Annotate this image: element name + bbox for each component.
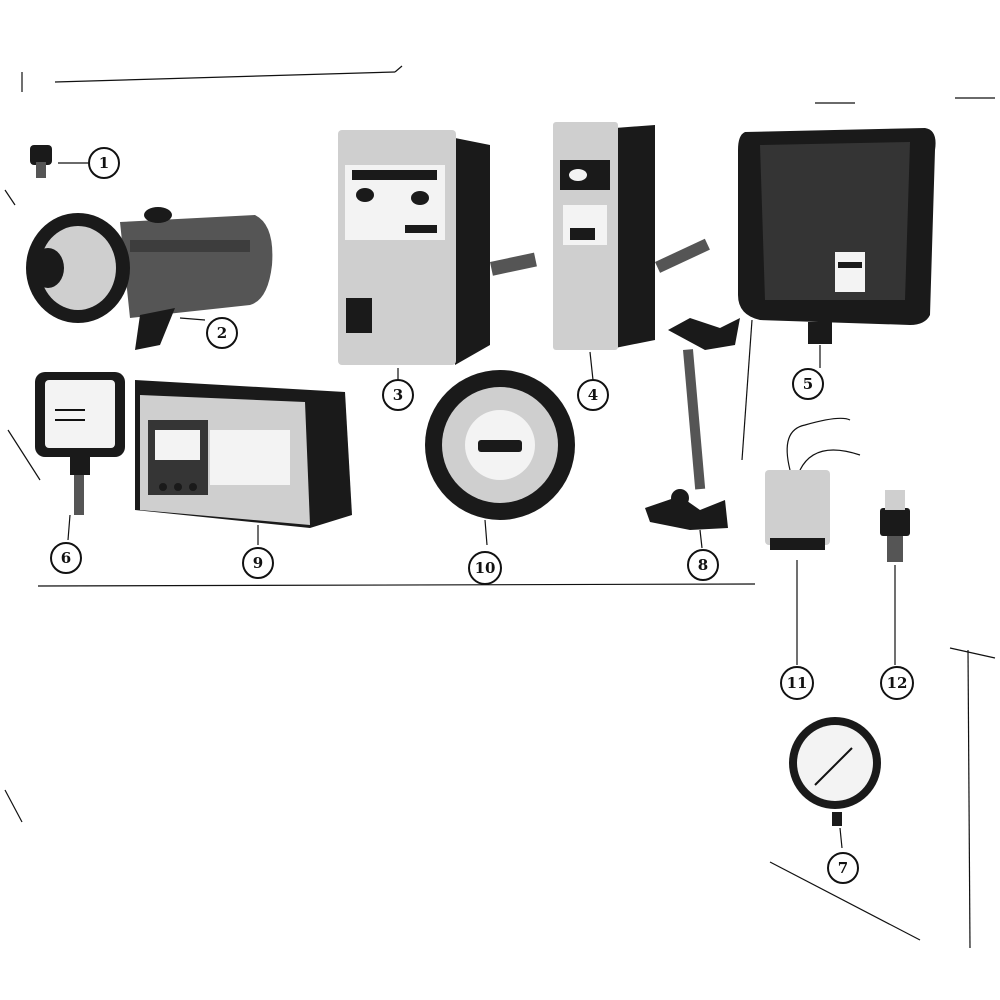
callout-label-1: 1	[99, 154, 109, 172]
callout-label-8: 8	[698, 556, 708, 574]
callout-4: 4	[577, 379, 609, 411]
part-10-round-thermostat	[425, 370, 575, 546]
callout-label-9: 9	[253, 554, 263, 572]
part-5-pressure-switch	[738, 128, 936, 368]
callout-label-7: 7	[838, 859, 848, 877]
callout-7: 7	[827, 852, 859, 884]
frame-lines	[4, 65, 996, 949]
callout-label-6: 6	[61, 549, 71, 567]
callout-label-5: 5	[803, 375, 813, 393]
part-1-small-fitting	[30, 145, 88, 178]
callout-label-2: 2	[217, 324, 227, 342]
callout-9: 9	[242, 547, 274, 579]
part-8-valve-assembly	[645, 318, 740, 549]
part-2-burner-motor	[26, 207, 273, 350]
callout-1: 1	[88, 147, 120, 179]
part-12-sensor-fitting	[880, 490, 910, 665]
callout-2: 2	[206, 317, 238, 349]
callout-5: 5	[792, 368, 824, 400]
callout-8: 8	[687, 549, 719, 581]
part-3-control-box	[338, 130, 537, 380]
callout-label-11: 11	[787, 674, 808, 692]
part-6-square-switch	[35, 372, 125, 541]
callout-label-12: 12	[887, 674, 908, 692]
callout-11: 11	[780, 666, 814, 700]
part-9-relay-panel	[135, 380, 352, 545]
callout-12: 12	[880, 666, 914, 700]
callout-label-10: 10	[475, 559, 496, 577]
callout-label-3: 3	[393, 386, 403, 404]
part-11-transformer	[765, 417, 861, 665]
callout-10: 10	[468, 551, 502, 585]
part-4-tall-control-box	[553, 122, 710, 381]
callout-label-4: 4	[588, 386, 598, 404]
callout-3: 3	[382, 379, 414, 411]
callout-6: 6	[50, 542, 82, 574]
part-7-pressure-gauge	[789, 717, 881, 849]
